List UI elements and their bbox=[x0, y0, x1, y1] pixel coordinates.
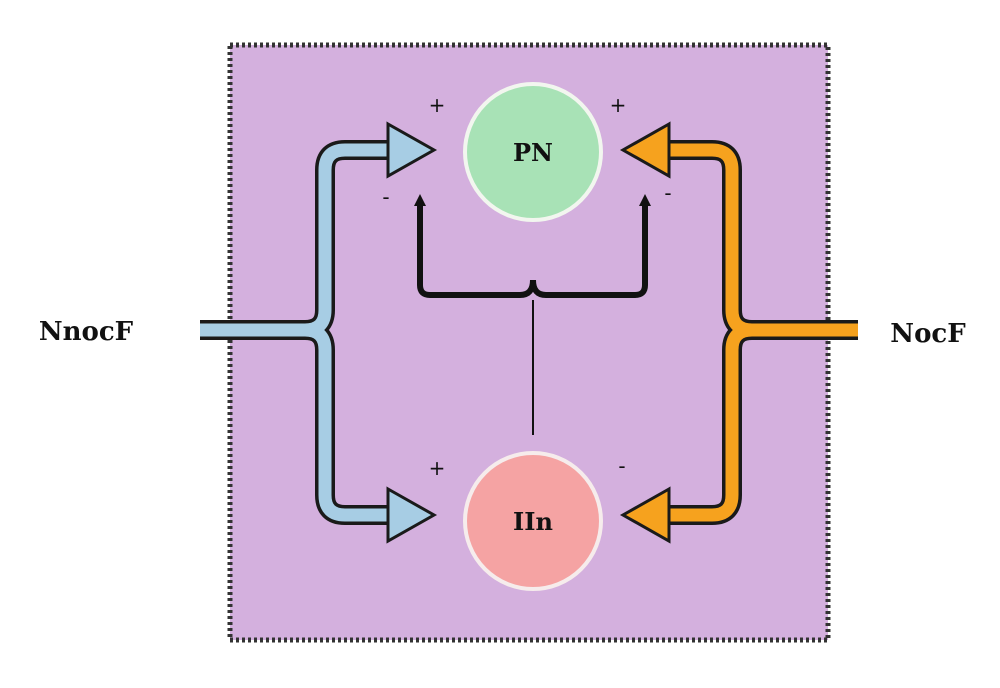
pn-right-minus-sign: - bbox=[664, 181, 671, 205]
pn-left-minus-sign: - bbox=[382, 185, 389, 209]
arrowhead-to-iin-left bbox=[386, 486, 438, 544]
right-input-label: NocF bbox=[890, 319, 966, 349]
pn-right-plus-sign: + bbox=[610, 93, 627, 117]
pn-label: PN bbox=[513, 138, 553, 167]
pn-left-plus-sign: + bbox=[429, 93, 446, 117]
pn-node: PN bbox=[463, 82, 603, 222]
iin-left-plus-sign: + bbox=[429, 456, 446, 480]
arrowhead-to-iin-right bbox=[619, 486, 671, 544]
iin-right-minus-sign: - bbox=[618, 454, 625, 478]
left-input-label: NnocF bbox=[39, 317, 134, 347]
iin-label: IIn bbox=[513, 507, 553, 536]
right-pathway-arrow bbox=[619, 121, 858, 544]
inhibitory-bracket bbox=[414, 194, 651, 435]
left-pathway-arrow bbox=[200, 121, 438, 544]
arrowhead-to-pn-right bbox=[619, 121, 671, 179]
arrowhead-to-pn-left bbox=[386, 121, 438, 179]
iin-node: IIn bbox=[463, 451, 603, 591]
